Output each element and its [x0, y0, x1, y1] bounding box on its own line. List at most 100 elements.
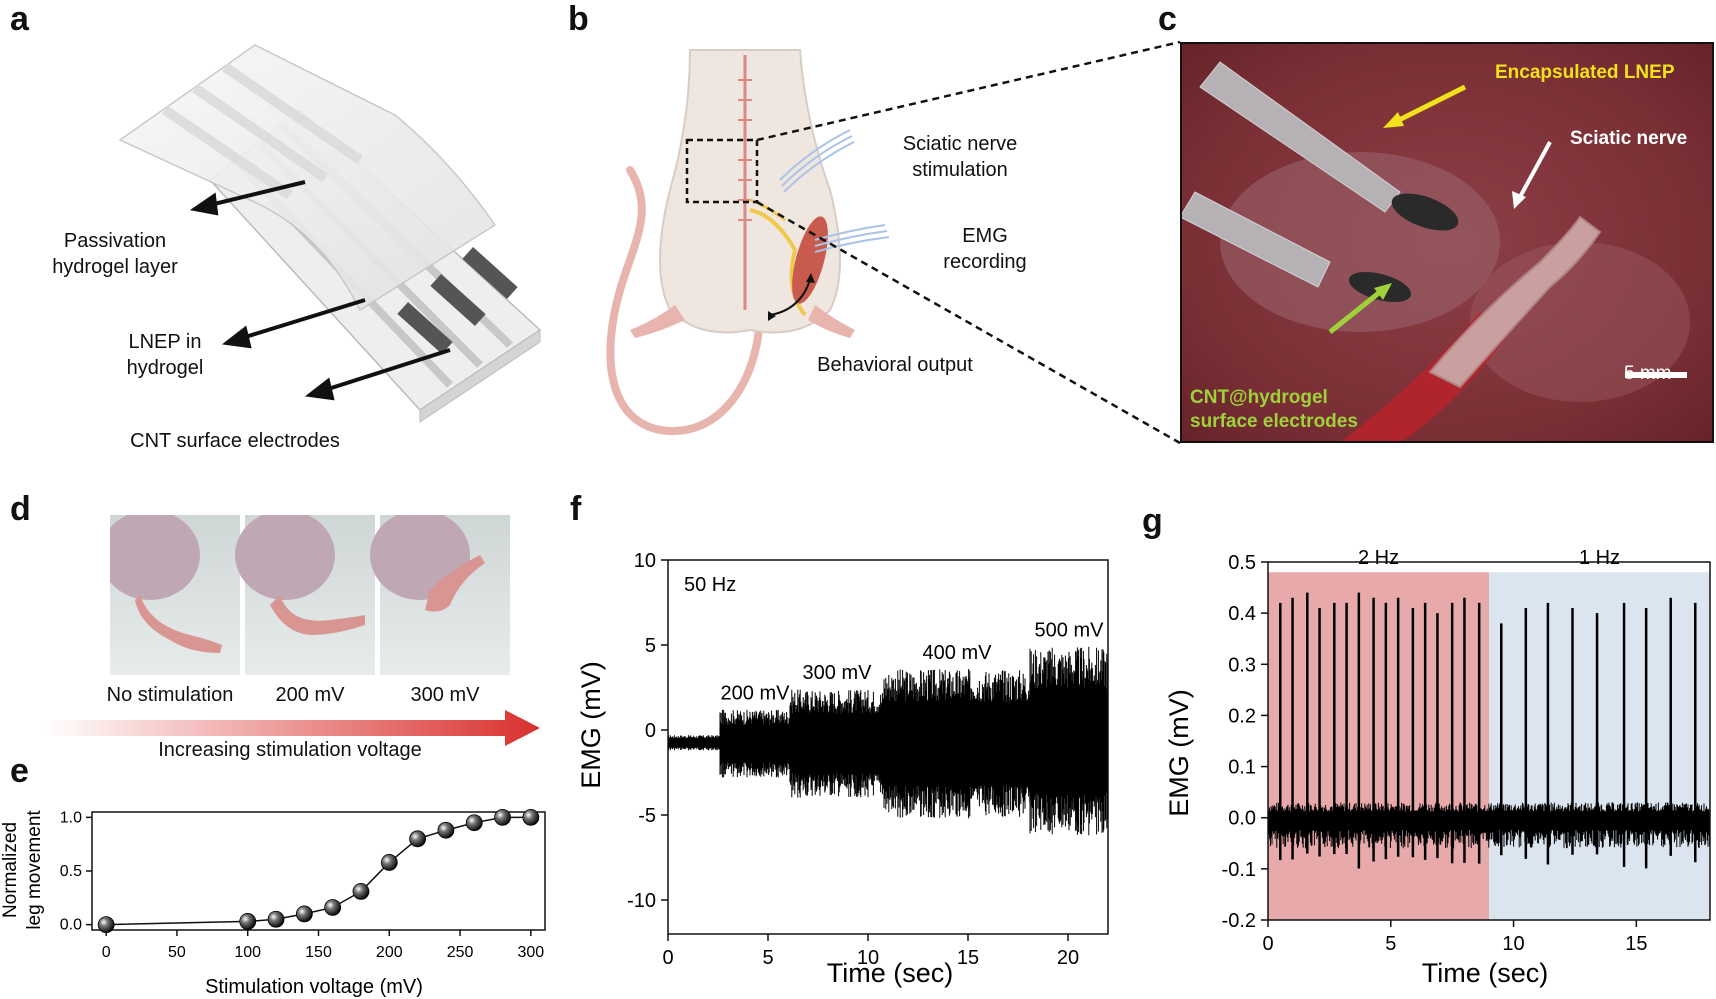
chart-g-region-label: 1 Hz: [1579, 547, 1620, 569]
chart-e-line: [106, 816, 531, 926]
zoom-connector-lines: [756, 40, 1181, 445]
chart-e-point: [239, 913, 257, 930]
chart-e-point: [97, 916, 115, 934]
chart-e-point: [324, 899, 342, 916]
chart-g-ytick-label: -0.2: [1222, 910, 1256, 932]
chart-f-voltage-label: 300 mV: [803, 662, 873, 684]
chart-g-ytick-label: 0.2: [1228, 705, 1256, 727]
chart-e-xtick-label: 200: [376, 944, 403, 961]
chart-g-region: [1489, 572, 1710, 920]
chart-g-ytick-label: -0.1: [1222, 859, 1256, 881]
chart-f-xlabel: Time (sec): [827, 958, 954, 988]
chart-e-point: [494, 808, 511, 826]
chart-g-region: [1268, 572, 1489, 920]
chart-f-annotation: 50 Hz: [684, 574, 736, 596]
leg-photo-300mv: [370, 515, 510, 675]
surgical-photo: [1180, 42, 1714, 443]
chart-e-ytick-label: 1.0: [60, 809, 82, 826]
chart-e-point: [409, 830, 426, 848]
leg-photos: [110, 515, 510, 675]
chart-e-ytick-label: 0.0: [60, 917, 82, 934]
chart-g-ytick-label: 0.3: [1228, 654, 1256, 676]
chart-f-voltage-label: 500 mV: [1035, 620, 1105, 642]
increasing-voltage-label: Increasing stimulation voltage: [158, 739, 422, 761]
scale-bar: [1625, 372, 1687, 378]
panel-label-d: d: [10, 490, 31, 528]
chart-f-ytick-label: -5: [638, 805, 656, 827]
chart-f-ytick-label: 0: [645, 720, 656, 742]
caption-no-stimulation: No stimulation: [106, 684, 234, 706]
chart-e-xtick-label: 300: [517, 944, 544, 961]
chart-e-xlabel: Stimulation voltage (mV): [205, 976, 423, 998]
rat-tail: [606, 166, 764, 436]
chart-g-xtick-label: 10: [1502, 933, 1524, 955]
chart-f-ytick-label: -10: [627, 890, 656, 912]
chart-e-ylabel-1: Normalized: [0, 822, 21, 918]
voltage-gradient-arrow: [45, 710, 540, 746]
chart-f-frame: [667, 559, 1109, 935]
chart-e-point: [465, 814, 483, 832]
leg-photo-no-stim: [110, 515, 240, 675]
chart-f-emg-segment: [883, 669, 1031, 819]
behavioral-output-label: Behavioral output: [817, 354, 973, 376]
device-schematic: [118, 44, 542, 423]
chart-e-point: [352, 882, 370, 900]
chart-e-xtick-label: 150: [305, 944, 332, 961]
panel-label-a: a: [10, 0, 29, 38]
cnt-electrode-photo: [1391, 193, 1459, 231]
encapsulated-lnep-label: Encapsulated LNEP: [1495, 62, 1675, 83]
rat-right-foot: [808, 305, 855, 338]
cnt-electrode: [430, 273, 486, 327]
chart-g-xlabel: Time (sec): [1422, 958, 1549, 988]
lnep-strip: [1199, 61, 1401, 213]
chart-f-ylabel: EMG (mV): [576, 661, 606, 789]
panel-label-c: c: [1158, 0, 1177, 38]
zoom-box: [685, 138, 759, 204]
chart-f-ytick-label: 5: [645, 635, 656, 657]
chart-f-ytick-label: 10: [634, 550, 656, 572]
panel-label-f: f: [570, 490, 582, 528]
chart-g-xtick-label: 15: [1625, 933, 1647, 955]
chart-e-ytick-label: 0.5: [60, 863, 82, 880]
chart-e-xtick-label: 0: [102, 944, 111, 961]
chart-e-point: [437, 821, 455, 839]
chart-f-emg-segment: [1029, 646, 1108, 836]
caption-300mv: 300 mV: [410, 684, 480, 706]
chart-f-xtick-label: 15: [957, 947, 979, 969]
panel-label-g: g: [1142, 502, 1163, 540]
chart-g-ylabel: EMG (mV): [1164, 689, 1194, 817]
chart-e-point: [380, 854, 398, 871]
chart-f-voltage-label: 400 mV: [923, 642, 993, 664]
chart-g-xtick-label: 5: [1385, 933, 1396, 955]
rat-illustration: [606, 49, 890, 436]
lnep-strip: [1180, 191, 1331, 288]
chart-g-frame: [1267, 561, 1711, 921]
rat-body: [659, 49, 841, 334]
chart-f-xtick-label: 20: [1057, 947, 1079, 969]
chart-g-ytick-label: 0.0: [1228, 808, 1256, 830]
chart-f-emg-segment: [719, 709, 791, 778]
chart-g-ytick-label: 0.4: [1228, 603, 1256, 625]
cnt-electrode: [397, 301, 453, 355]
chart-e-ylabel-2: leg movement: [24, 810, 45, 930]
chart-f-emg-segment: [789, 689, 885, 798]
chart-e: Normalized leg movement Stimulation volt…: [0, 808, 546, 998]
chart-f-xtick-label: 10: [857, 947, 879, 969]
scale-label: 5 mm: [1624, 363, 1672, 384]
chart-g-ytick-label: 0.1: [1228, 757, 1256, 779]
sciatic-nerve-photo: [1428, 215, 1602, 389]
leg-photo-200mv: [235, 515, 375, 675]
panel-label-e: e: [10, 752, 29, 790]
chart-e-xtick-label: 50: [168, 944, 186, 961]
chart-f-xtick-label: 5: [762, 947, 773, 969]
panel-label-b: b: [568, 0, 589, 38]
chart-g-xtick-label: 0: [1262, 933, 1273, 955]
chart-f-emg-segment: [667, 735, 721, 751]
chart-g-region-label: 2 Hz: [1358, 547, 1399, 569]
